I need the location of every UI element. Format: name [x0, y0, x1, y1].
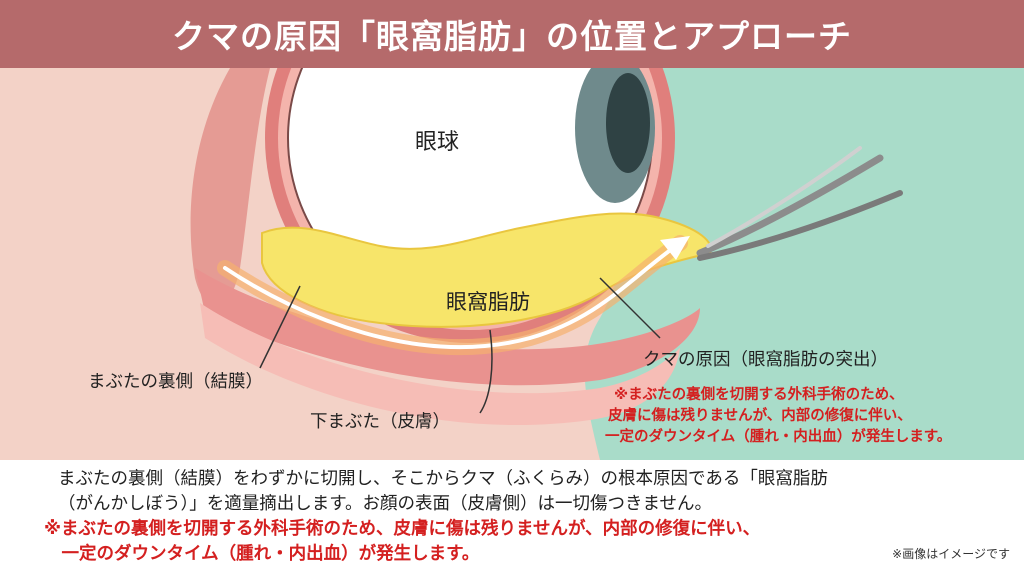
lower-eyelid — [200, 303, 680, 426]
eye-anatomy-diagram: 眼球 眼窩脂肪 まぶたの裏側（結膜） 下まぶた（皮膚） クマの原因（眼窩脂肪の突… — [0, 68, 1024, 460]
description-line-1: まぶたの裏側（結膜）をわずかに切開し、そこからクマ（ふくらみ）の根本原因である「… — [58, 469, 828, 489]
cause-leader-line — [599, 277, 661, 339]
lower-lid-skin-label: 下まぶた（皮膚） — [310, 412, 450, 432]
description-line-2: （がんかしぼう）」を適量摘出します。お顔の表面（皮膚側）は一切傷つきません。 — [58, 494, 712, 514]
orbital-fat-label: 眼窩脂肪 — [446, 290, 530, 314]
forceps-arm-upper — [696, 154, 884, 257]
diagram-warning-line-1: ※まぶたの裏側を切開する外科手術のため、 — [614, 387, 904, 403]
eyeball-label: 眼球 — [415, 130, 460, 155]
diagram-warning-line-2: 皮膚に傷は残りませんが、内部の修復に伴い、 — [608, 408, 912, 424]
pupil — [606, 73, 650, 173]
forceps-arm-lower — [697, 190, 903, 261]
description-panel: まぶたの裏側（結膜）をわずかに切開し、そこからクマ（ふくらみ）の根本原因である「… — [0, 460, 1024, 572]
conjunctiva-label: まぶたの裏側（結膜） — [88, 372, 263, 392]
conjunctiva-leader-line — [259, 285, 301, 369]
incision-arrowhead — [660, 236, 690, 260]
image-note: ※画像はイメージです — [892, 547, 1010, 561]
conjunctiva-layer — [195, 268, 700, 386]
footer-warning-line-2: 一定のダウンタイム（腫れ・内出血）が発生します。 — [44, 544, 480, 564]
diagram-warning-line-3: 一定のダウンタイム（腫れ・内出血）が発生します。 — [605, 429, 952, 445]
forceps-arm-highlight — [706, 146, 862, 248]
lid-skin-leader-line — [479, 329, 493, 414]
upper-eyelid — [190, 68, 270, 307]
footer-warning-line-1: ※まぶたの裏側を切開する外科手術のため、皮膚に傷は残りませんが、内部の修復に伴い… — [44, 519, 761, 539]
diagram-illustration — [0, 68, 1024, 460]
mint-background — [584, 68, 1024, 460]
cause-label: クマの原因（眼窩脂肪の突出） — [643, 350, 888, 370]
page-title: クマの原因「眼窩脂肪」の位置とアプローチ — [0, 0, 1024, 68]
incision-path — [223, 241, 682, 350]
